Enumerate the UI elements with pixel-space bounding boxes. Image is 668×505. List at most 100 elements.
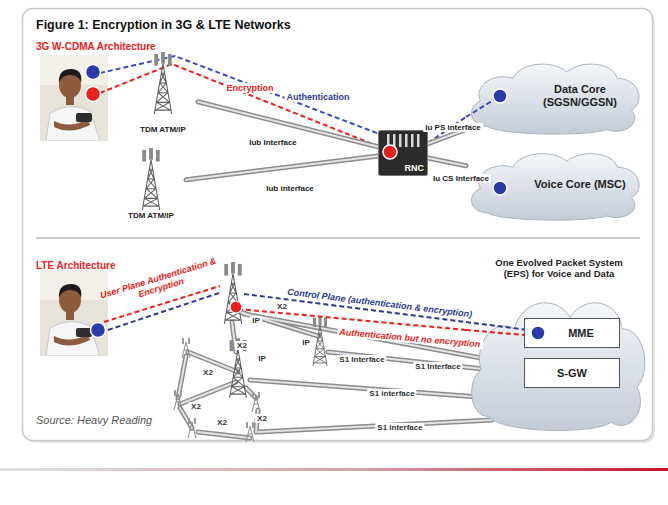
annotation: S1 interface xyxy=(375,423,424,432)
label-holder: Figure 1: Encryption in 3G & LTE Network… xyxy=(36,15,291,33)
small-cell xyxy=(174,390,182,410)
cloud-group xyxy=(472,64,640,134)
small-cell xyxy=(188,418,196,438)
user-photo xyxy=(40,55,108,141)
label-holder: X2 xyxy=(189,395,203,413)
endpoint-dot xyxy=(493,181,507,195)
rnc-box: RNC xyxy=(378,130,428,176)
annotation: X2 xyxy=(235,341,249,350)
user-photo xyxy=(40,270,108,356)
annotation: S1 Interface xyxy=(337,355,386,364)
endpoint-dot xyxy=(493,89,507,103)
small-cell xyxy=(246,422,254,442)
annotation: IP xyxy=(250,316,262,325)
backhaul-pipe-core xyxy=(178,312,492,438)
node-label: TDM ATM/IP xyxy=(128,211,174,220)
interface-link xyxy=(186,156,378,180)
label-holder: 3G W-CDMA Architecture xyxy=(36,36,156,54)
core-cloud: Data Core (SGSN/GGSN) xyxy=(466,56,646,136)
link-pipe xyxy=(428,158,466,166)
encryption-dot xyxy=(86,87,101,102)
link-pipe xyxy=(428,130,466,144)
label-holder: X2 xyxy=(275,295,289,313)
auth-dot xyxy=(91,323,106,338)
label-holder: Iu PS interface xyxy=(423,116,483,134)
link-pipe-core xyxy=(428,130,466,144)
label-holder: IP xyxy=(250,309,262,327)
rnc-body xyxy=(379,131,428,176)
enodeb-tower xyxy=(313,316,327,366)
encryption-path xyxy=(100,64,395,153)
annotation: X2 xyxy=(189,402,203,411)
base-station: TDM ATM/IP xyxy=(116,148,186,220)
annotation: S1 Interface xyxy=(413,362,462,371)
encryption-dot xyxy=(230,301,242,313)
interface-label: Iub Interface xyxy=(247,138,299,147)
tower-icon xyxy=(142,148,159,210)
cloud-group xyxy=(472,154,640,220)
sgw-box: S-GW xyxy=(524,358,620,388)
cloud-group xyxy=(472,303,645,431)
annotation: Authentication xyxy=(285,92,352,102)
node-label: MME xyxy=(568,327,594,340)
base-station: TDM ATM/IP xyxy=(128,52,198,134)
link-pipe-core xyxy=(198,102,378,147)
node-label: S-GW xyxy=(557,367,587,380)
enodeb-tower xyxy=(224,262,241,324)
node-label: One Evolved Packet System (EPS) for Voic… xyxy=(484,258,634,280)
annotation: X2 xyxy=(201,368,215,377)
annotation: S1 interface xyxy=(367,389,416,398)
label-holder: IP xyxy=(300,331,312,349)
figure-title: Figure 1: Encryption in 3G & LTE Network… xyxy=(36,18,291,32)
authentication-path xyxy=(100,56,466,143)
section-heading: 3G W-CDMA Architecture xyxy=(36,41,156,52)
divider xyxy=(36,238,640,239)
label-holder: X2 xyxy=(235,334,249,352)
label-holder: X2 xyxy=(255,407,269,425)
rnc-slot xyxy=(405,134,408,147)
eps-cloud: One Evolved Packet System (EPS) for Voic… xyxy=(466,258,652,434)
cloud-outline xyxy=(472,154,640,220)
node-shape xyxy=(128,52,198,134)
rnc-slot xyxy=(411,134,414,147)
mme-box: MME xyxy=(524,318,620,348)
label-holder: Iub Interface xyxy=(247,131,299,149)
label-holder: S1 interface xyxy=(367,382,416,400)
node-label: TDM ATM/IP xyxy=(140,125,186,134)
link-pipe-core xyxy=(428,158,466,166)
label-holder: S1 Interface xyxy=(337,348,386,366)
tower-icon xyxy=(154,52,171,114)
link-pipe-core xyxy=(186,156,378,180)
label-holder: Iub interface xyxy=(264,177,316,195)
annotation: X2 xyxy=(255,414,269,423)
small-cell xyxy=(252,392,260,412)
label-holder: LTE Architecture xyxy=(36,255,115,273)
label-holder: S1 Interface xyxy=(413,355,462,373)
link-pipe xyxy=(198,102,378,147)
cloud-outline xyxy=(472,303,645,431)
annotation: IP xyxy=(256,354,268,363)
section-heading: LTE Architecture xyxy=(36,260,115,271)
label-holder: Encryption xyxy=(224,77,275,95)
annotation: Encryption xyxy=(224,83,275,93)
annotation: X2 xyxy=(215,418,229,427)
box-outline xyxy=(525,319,620,348)
figure-caption: Source: Heavy Reading xyxy=(36,414,152,426)
rnc-slot xyxy=(399,134,402,147)
rnc-slot xyxy=(417,134,420,147)
label-holder: Source: Heavy Reading xyxy=(36,410,152,428)
interface-label: Iu CS Interface xyxy=(431,174,491,183)
box-outline xyxy=(525,359,620,388)
label-holder: Iu CS Interface xyxy=(431,167,491,185)
endpoint-dot xyxy=(383,145,397,159)
label-holder: IP xyxy=(256,347,268,365)
annotation: IP xyxy=(300,338,312,347)
backhaul-pipe xyxy=(178,312,492,438)
link-pipe xyxy=(186,156,378,180)
cloud-outline xyxy=(472,64,640,134)
annotation: X2 xyxy=(275,302,289,311)
endpoint-dot xyxy=(531,326,545,340)
label-holder: S1 interface xyxy=(375,416,424,434)
label-holder: X2 xyxy=(201,361,215,379)
